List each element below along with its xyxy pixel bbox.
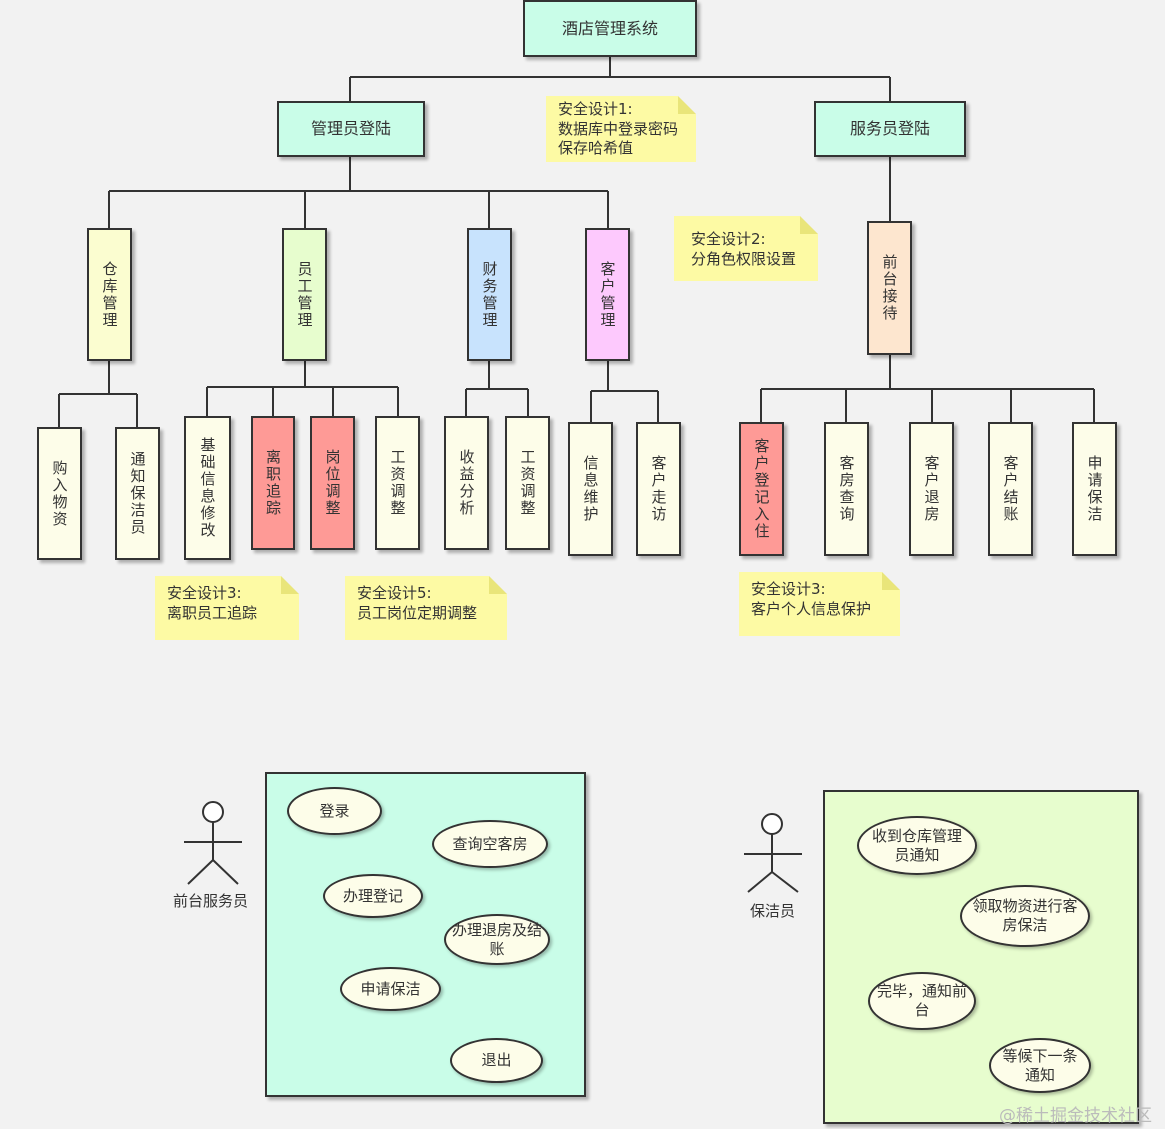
module-label: 仓库管理 <box>100 260 119 329</box>
usecase-wait-next: 等候下一条通知 <box>989 1038 1091 1093</box>
cleaner-actor-label: 保洁员 <box>750 902 796 920</box>
usecase-label: 完毕，通知前台 <box>876 982 967 1019</box>
usecase-receive-notice: 收到仓库管理员通知 <box>857 816 977 875</box>
usecase-label: 申请保洁 <box>360 979 421 998</box>
leaf-label: 基础信息修改 <box>198 437 217 539</box>
leaf-label: 客户走访 <box>649 455 668 523</box>
note-line: 安全设计3: <box>751 580 826 598</box>
usecase-query-rooms: 查询空客房 <box>432 820 548 868</box>
usecase-label: 领取物资进行客房保洁 <box>972 897 1078 934</box>
module-finance: 财务管理 <box>467 228 512 361</box>
staff-login-node: 服务员登陆 <box>814 101 966 157</box>
leaf-check-out: 客户退房 <box>909 422 954 556</box>
usecase-request-cleaning: 申请保洁 <box>340 967 441 1011</box>
usecase-finish-notify: 完毕，通知前台 <box>868 972 976 1030</box>
security-note-2: 安全设计2: 分角色权限设置 <box>674 216 818 281</box>
security-note-5: 安全设计5: 员工岗位定期调整 <box>345 576 507 640</box>
usecase-checkout-settle: 办理退房及结账 <box>444 914 550 965</box>
module-label: 员工管理 <box>295 260 314 329</box>
usecase-label: 收到仓库管理员通知 <box>871 826 962 864</box>
leaf-resignation-tracking: 离职追踪 <box>251 416 295 550</box>
leaf-finance-salary-adjust: 工资调整 <box>505 416 550 550</box>
leaf-customer-visit: 客户走访 <box>636 422 681 556</box>
module-staff: 员工管理 <box>282 228 327 361</box>
leaf-label: 通知保洁员 <box>128 451 147 536</box>
admin-login-label: 管理员登陆 <box>310 119 391 139</box>
note-line: 数据库中登录密码 <box>558 119 679 138</box>
leaf-check-in: 客户登记入住 <box>739 422 784 556</box>
leaf-purchase: 购入物资 <box>37 427 82 560</box>
usecase-exit: 退出 <box>450 1038 543 1083</box>
usecase-register: 办理登记 <box>323 874 423 918</box>
leaf-revenue-analysis: 收益分析 <box>444 416 489 550</box>
module-label: 前台接待 <box>880 254 899 322</box>
security-note-1: 安全设计1: 数据库中登录密码 保存哈希值 <box>546 96 696 162</box>
leaf-label: 收益分析 <box>457 449 476 517</box>
note-line: 离职员工追踪 <box>167 603 258 622</box>
leaf-label: 客户退房 <box>922 455 941 523</box>
usecase-label: 查询空客房 <box>452 834 528 853</box>
root-label: 酒店管理系统 <box>561 18 658 38</box>
leaf-label: 客户结账 <box>1001 455 1020 523</box>
note-line: 分角色权限设置 <box>691 249 797 268</box>
usecase-label: 等候下一条通知 <box>1002 1046 1078 1084</box>
leaf-label: 岗位调整 <box>323 449 342 517</box>
leaf-request-cleaning: 申请保洁 <box>1072 422 1117 556</box>
leaf-notify-cleaner: 通知保洁员 <box>115 427 160 560</box>
module-label: 客户管理 <box>598 260 617 329</box>
usecase-login: 登录 <box>287 787 382 835</box>
leaf-basic-info: 基础信息修改 <box>184 416 231 560</box>
leaf-position-adjust: 岗位调整 <box>310 416 355 550</box>
note-line: 员工岗位定期调整 <box>357 603 478 622</box>
note-line: 安全设计2: <box>691 230 766 248</box>
leaf-settle-bill: 客户结账 <box>988 422 1033 556</box>
usecase-label: 登录 <box>319 801 350 820</box>
usecase-label: 办理退房及结账 <box>452 920 543 958</box>
root-node: 酒店管理系统 <box>523 0 697 57</box>
note-line: 安全设计5: <box>357 584 432 602</box>
leaf-label: 客户登记入住 <box>752 438 771 540</box>
security-note-3b: 安全设计3: 客户个人信息保护 <box>739 572 900 636</box>
module-customer: 客户管理 <box>585 228 630 361</box>
note-line: 安全设计3: <box>167 584 242 602</box>
note-line: 客户个人信息保护 <box>751 599 872 618</box>
module-warehouse: 仓库管理 <box>87 228 132 361</box>
leaf-label: 申请保洁 <box>1085 455 1104 523</box>
admin-login-node: 管理员登陆 <box>277 101 425 157</box>
leaf-salary-adjust: 工资调整 <box>375 416 420 550</box>
leaf-label: 工资调整 <box>388 449 407 517</box>
leaf-room-query: 客房查询 <box>824 422 869 556</box>
leaf-label: 客房查询 <box>837 455 856 523</box>
leaf-label: 购入物资 <box>50 459 69 528</box>
usecase-collect-supplies: 领取物资进行客房保洁 <box>960 885 1090 947</box>
usecase-label: 退出 <box>481 1051 512 1070</box>
leaf-label: 工资调整 <box>518 449 537 517</box>
watermark: @稀土掘金技术社区 <box>999 1106 1152 1126</box>
cleaner-usecase-panel: 收到仓库管理员通知 领取物资进行客房保洁 完毕，通知前台 等候下一条通知 <box>823 790 1139 1124</box>
note-line: 保存哈希值 <box>558 139 634 157</box>
note-line: 安全设计1: <box>558 100 633 118</box>
module-label: 财务管理 <box>480 260 499 329</box>
usecase-label: 办理登记 <box>342 886 403 905</box>
leaf-label: 信息维护 <box>581 455 600 523</box>
security-note-3: 安全设计3: 离职员工追踪 <box>155 576 299 640</box>
cleaner-actor-icon <box>744 813 802 893</box>
leaf-label: 离职追踪 <box>264 449 282 517</box>
module-front-desk: 前台接待 <box>867 221 912 355</box>
staff-login-label: 服务员登陆 <box>849 119 930 139</box>
front-desk-usecase-panel: 登录 查询空客房 办理登记 办理退房及结账 申请保洁 退出 <box>265 772 586 1097</box>
front-desk-actor-label: 前台服务员 <box>173 892 249 910</box>
leaf-info-maintenance: 信息维护 <box>568 422 613 556</box>
front-desk-actor-icon <box>184 801 242 885</box>
